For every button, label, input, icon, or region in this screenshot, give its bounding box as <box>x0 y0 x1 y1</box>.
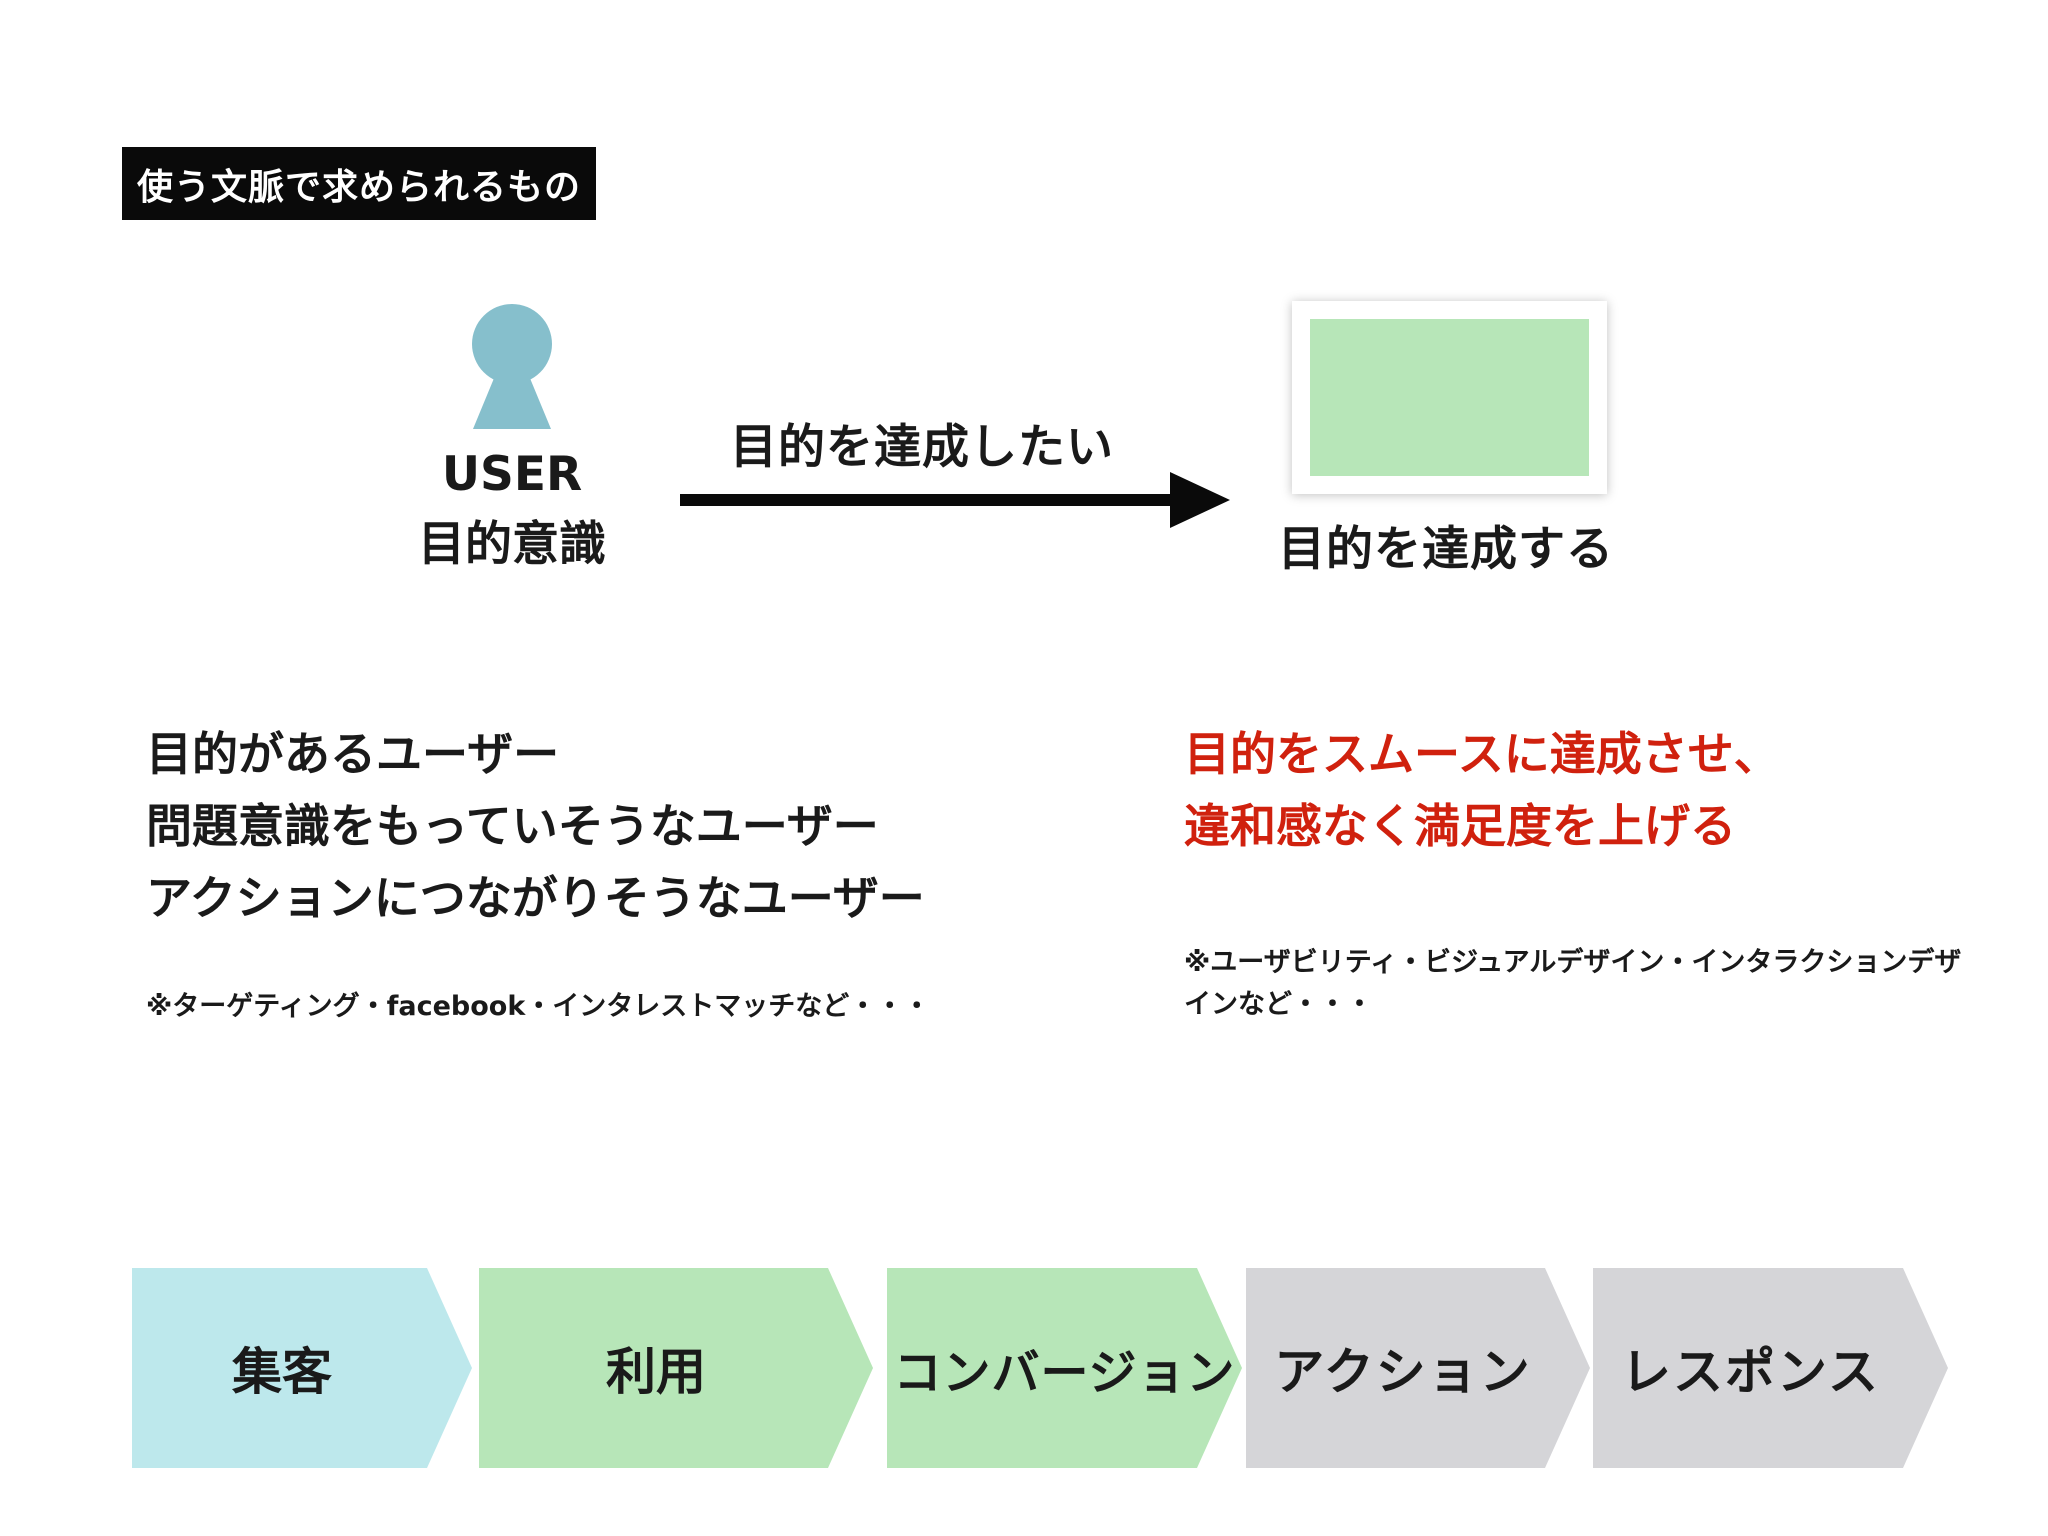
flow-step-label: 集客 <box>232 1343 332 1401</box>
right-arrow-icon <box>680 472 1230 528</box>
user-type-item: アクションにつながりそうなユーザー <box>146 871 925 925</box>
flow-step-response: レスポンス <box>1593 1268 1948 1468</box>
note-right-line: ※ユーザビリティ・ビジュアルデザイン・インタラクションデザ <box>1184 947 1962 978</box>
section-label: 使う文脈で求められるもの <box>122 147 596 220</box>
flow-step-shape <box>479 1268 873 1468</box>
goal-description-line: 違和感なく満足度を上げる <box>1184 799 1736 853</box>
flow-step-shape <box>887 1268 1242 1468</box>
goal-description: 目的をスムースに達成させ、 違和感なく満足度を上げる <box>1184 718 1780 862</box>
note-right-line: インなど・・・ <box>1184 989 1373 1020</box>
user-type-item: 目的があるユーザー <box>146 727 560 781</box>
screen-content-area <box>1310 319 1589 476</box>
flow-step-shape <box>132 1268 472 1468</box>
arrow-label: 目的を達成したい <box>730 420 1114 475</box>
flow-step-acquisition: 集客 <box>132 1268 472 1468</box>
flow-step-action: アクション <box>1246 1268 1590 1468</box>
goal-description-line: 目的をスムースに達成させ、 <box>1184 727 1780 781</box>
flow-step-shape <box>1246 1268 1590 1468</box>
user-label-line1: USER <box>441 447 583 502</box>
flow-step-label: アクション <box>1274 1343 1532 1401</box>
flow-step-label: レスポンス <box>1621 1343 1880 1401</box>
user-label-line2: 目的意識 <box>418 517 606 572</box>
flow-step-label: 利用 <box>606 1343 706 1401</box>
goal-label: 目的を達成する <box>1278 522 1614 577</box>
user-type-item: 問題意識をもっていそうなユーザー <box>146 799 879 853</box>
note-left: ※ターゲティング・facebook・インタレストマッチなど・・・ <box>146 991 931 1022</box>
flow-step-usage: 利用 <box>479 1268 873 1468</box>
flow-step-label: コンバージョン <box>893 1345 1236 1401</box>
note-right: ※ユーザビリティ・ビジュアルデザイン・インタラクションデザ インなど・・・ <box>1184 942 1961 1026</box>
screen-illustration <box>1292 301 1607 494</box>
user-types-list: 目的があるユーザー 問題意識をもっていそうなユーザー アクションにつながりそうな… <box>146 718 925 934</box>
flow-step-shape <box>1593 1268 1948 1468</box>
user-label: USER 目的意識 <box>380 440 644 580</box>
flow-step-conversion: コンバージョン <box>887 1268 1242 1468</box>
user-keyhole-icon <box>472 304 552 429</box>
